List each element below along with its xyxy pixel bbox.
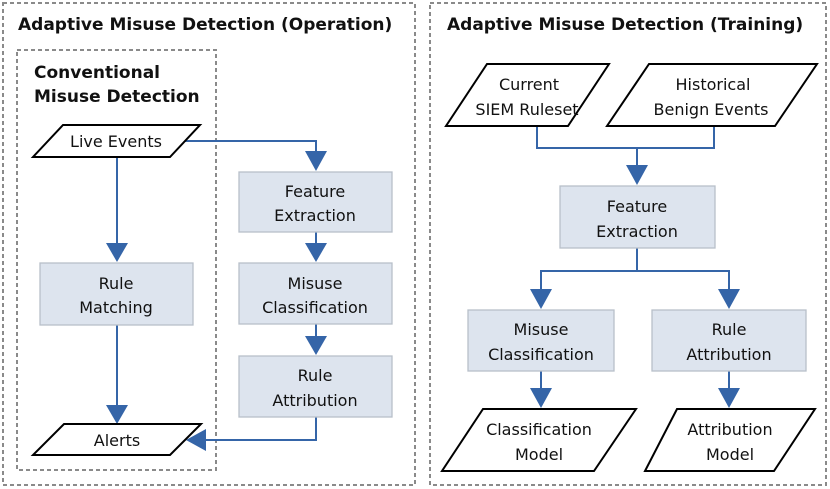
node-feature-extraction-operation-label-1: Feature [285, 182, 345, 201]
node-misuse-classification-operation-label-2: Classification [262, 298, 368, 317]
training-panel-frame [429, 2, 827, 486]
node-attribution-model[interactable]: Attribution Model [643, 408, 817, 472]
edge-rule-matching-to-alerts [106, 325, 128, 424]
arrowhead-icon [305, 336, 327, 355]
node-historical-benign-events-label-2: Benign Events [654, 100, 769, 119]
conventional-group-frame [16, 49, 217, 471]
node-misuse-classification-operation-label-1: Misuse [288, 274, 343, 293]
node-feature-extraction-training-label-2: Extraction [596, 222, 678, 241]
arrowhead-icon [718, 289, 740, 309]
node-rule-attribution-training-label-2: Attribution [686, 345, 771, 364]
edge-inputs-to-feature-extraction [536, 126, 715, 185]
node-current-siem-ruleset-label-2: SIEM Ruleset [475, 100, 578, 119]
node-rule-matching[interactable]: Rule Matching [39, 262, 194, 326]
node-alerts[interactable]: Alerts [30, 423, 204, 456]
node-rule-attribution-operation-label-1: Rule [298, 366, 333, 385]
node-feature-extraction-operation-label-2: Extraction [274, 206, 356, 225]
arrowhead-icon [305, 151, 327, 171]
arrowhead-icon [530, 289, 552, 309]
node-feature-extraction-training-label-1: Feature [607, 197, 667, 216]
node-misuse-classification-training[interactable]: Misuse Classification [467, 309, 615, 372]
node-attribution-model-label-1: Attribution [687, 420, 772, 439]
node-historical-benign-events[interactable]: Historical Benign Events [605, 63, 819, 127]
node-rule-matching-label-2: Matching [79, 298, 153, 317]
arrowhead-icon [305, 243, 327, 262]
conventional-group-title-line2: Misuse Detection [34, 87, 200, 107]
edge-rule-attribution-to-alerts [186, 417, 317, 451]
node-misuse-classification-operation[interactable]: Misuse Classification [238, 262, 393, 325]
node-alerts-label: Alerts [94, 431, 140, 450]
node-rule-attribution-operation-label-2: Attribution [272, 391, 357, 410]
conventional-group-title-line1: Conventional [34, 63, 160, 83]
edge-misuse-classification-to-classification-model [530, 371, 552, 408]
operation-panel-frame [2, 2, 416, 486]
arrowhead-icon [718, 388, 740, 408]
edge-feature-extraction-to-branches [530, 248, 740, 309]
node-misuse-classification-training-label-2: Classification [488, 345, 594, 364]
edge-live-events-to-rule-matching [106, 157, 128, 262]
edge-feature-extraction-to-misuse-classification [305, 232, 327, 262]
node-rule-attribution-training-label-1: Rule [712, 320, 747, 339]
node-current-siem-ruleset[interactable]: Current SIEM Ruleset [444, 63, 611, 127]
edge-rule-attribution-to-attribution-model [718, 371, 740, 408]
node-rule-attribution-training[interactable]: Rule Attribution [651, 309, 807, 372]
node-classification-model-label-1: Classification [486, 420, 592, 439]
arrowhead-icon [530, 388, 552, 408]
node-misuse-classification-training-label-1: Misuse [514, 320, 569, 339]
operation-panel-title: Adaptive Misuse Detection (Operation) [18, 15, 392, 35]
node-current-siem-ruleset-label-1: Current [499, 75, 559, 94]
node-live-events[interactable]: Live Events [30, 124, 203, 158]
node-rule-attribution-operation[interactable]: Rule Attribution [238, 355, 393, 418]
arrowhead-icon [186, 429, 206, 451]
arrowhead-icon [626, 165, 648, 185]
node-feature-extraction-operation[interactable]: Feature Extraction [238, 171, 393, 233]
training-panel-title: Adaptive Misuse Detection (Training) [447, 15, 803, 35]
node-classification-model[interactable]: Classification Model [440, 408, 638, 472]
node-classification-model-label-2: Model [515, 445, 563, 464]
arrowhead-icon [106, 243, 128, 262]
edge-misuse-classification-to-rule-attribution [305, 324, 327, 355]
node-live-events-label: Live Events [70, 132, 162, 151]
node-attribution-model-label-2: Model [706, 445, 754, 464]
node-historical-benign-events-label-1: Historical [676, 75, 751, 94]
node-rule-matching-label-1: Rule [99, 274, 134, 293]
node-feature-extraction-training[interactable]: Feature Extraction [559, 185, 716, 249]
arrowhead-icon [106, 405, 128, 424]
edge-live-events-to-feature-extraction [184, 140, 327, 171]
